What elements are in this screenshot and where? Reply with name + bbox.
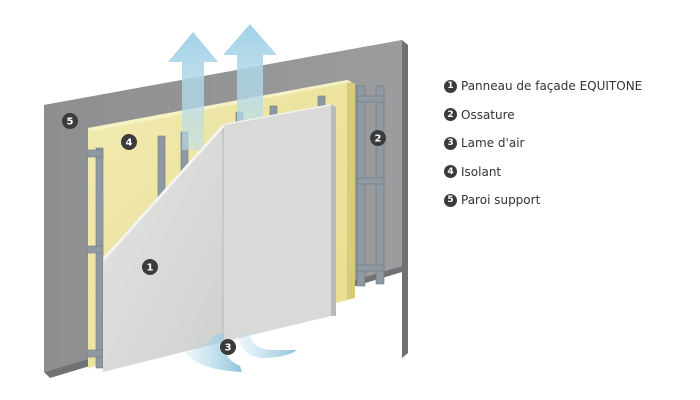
legend-item-frame: 2 Ossature	[444, 108, 642, 122]
legend-number-badge: 5	[444, 193, 457, 207]
callout-wall: 5	[62, 113, 78, 129]
legend-number-badge: 4	[444, 165, 457, 179]
legend-item-insulation: 4 Isolant	[444, 165, 642, 179]
air-flow-up-arrows	[168, 24, 277, 150]
air-flow-intake-arrows	[185, 334, 297, 372]
legend-number-badge: 2	[444, 108, 457, 122]
legend-item-air-gap: 3 Lame d'air	[444, 136, 642, 150]
svg-text:2: 2	[375, 134, 382, 145]
callout-panel: 1	[142, 259, 158, 275]
facade-panels	[103, 104, 336, 372]
svg-text:5: 5	[67, 117, 74, 128]
legend-label: Panneau de façade EQUITONE	[461, 79, 643, 93]
legend-number-badge: 1	[444, 79, 457, 93]
legend-label: Paroi support	[461, 193, 541, 208]
callout-air-gap: 3	[220, 339, 236, 355]
legend-label: Lame d'air	[461, 136, 525, 151]
legend-item-wall: 5 Paroi support	[444, 193, 642, 207]
frame-rails	[86, 85, 385, 369]
legend: 1 Panneau de façade EQUITONE 2 Ossature …	[444, 79, 642, 222]
callout-insulation: 4	[121, 134, 137, 150]
legend-item-panel: 1 Panneau de façade EQUITONE	[444, 79, 642, 93]
svg-text:3: 3	[225, 343, 232, 354]
svg-text:4: 4	[126, 138, 133, 149]
callout-frame: 2	[370, 130, 386, 146]
legend-number-badge: 3	[444, 136, 457, 150]
svg-text:1: 1	[147, 263, 154, 274]
legend-label: Isolant	[461, 164, 502, 179]
legend-label: Ossature	[461, 107, 515, 122]
